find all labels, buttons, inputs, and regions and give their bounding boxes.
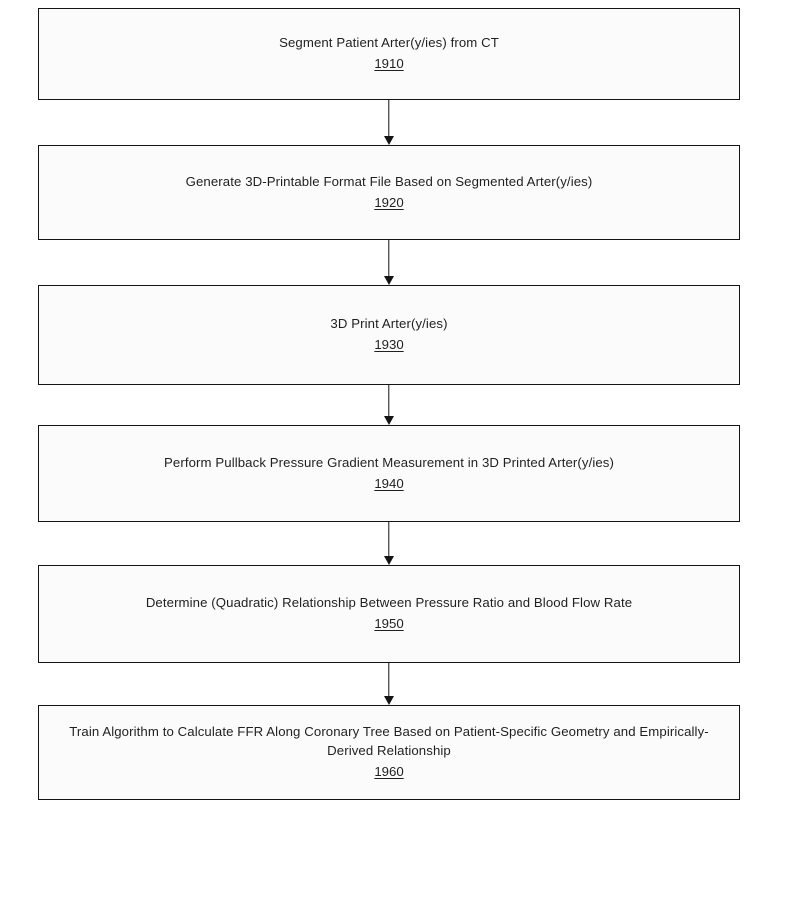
arrow-stem [388, 240, 390, 276]
flow-node-label: Generate 3D-Printable Format File Based … [185, 173, 593, 189]
flow-node-1930: 3D Print Arter(y/ies) 1930 [38, 285, 740, 385]
arrow-1930-to-1940 [382, 385, 396, 425]
arrow-1940-to-1950 [382, 522, 396, 565]
flow-node-label: Train Algorithm to Calculate FFR Along C… [69, 724, 709, 759]
flow-node-1960: Train Algorithm to Calculate FFR Along C… [38, 705, 740, 800]
arrow-1950-to-1960 [382, 663, 396, 705]
arrow-1920-to-1930 [382, 240, 396, 285]
arrow-head-icon [384, 556, 394, 565]
arrow-1910-to-1920 [382, 100, 396, 145]
arrow-stem [388, 385, 390, 416]
flow-node-reference-number: 1960 [374, 763, 404, 779]
arrow-head-icon [384, 696, 394, 705]
flow-node-1920: Generate 3D-Printable Format File Based … [38, 145, 740, 240]
flow-node-label: Perform Pullback Pressure Gradient Measu… [164, 454, 614, 470]
flow-node-reference-number: 1940 [374, 475, 404, 491]
arrow-head-icon [384, 416, 394, 425]
flow-node-1950: Determine (Quadratic) Relationship Betwe… [38, 565, 740, 663]
arrow-stem [388, 663, 390, 696]
arrow-head-icon [384, 136, 394, 145]
arrow-stem [388, 100, 390, 136]
flow-node-label: Segment Patient Arter(y/ies) from CT [279, 35, 499, 51]
flow-node-reference-number: 1920 [374, 194, 404, 210]
flow-node-reference-number: 1910 [374, 56, 404, 71]
flow-node-reference-number: 1930 [374, 337, 404, 352]
flow-node-label: 3D Print Arter(y/ies) [330, 316, 448, 332]
flow-node-1940: Perform Pullback Pressure Gradient Measu… [38, 425, 740, 522]
flow-node-label: Determine (Quadratic) Relationship Betwe… [145, 595, 633, 611]
arrow-head-icon [384, 276, 394, 285]
flow-node-1910: Segment Patient Arter(y/ies) from CT 191… [38, 8, 740, 100]
arrow-stem [388, 522, 390, 556]
flow-node-reference-number: 1950 [374, 616, 404, 631]
